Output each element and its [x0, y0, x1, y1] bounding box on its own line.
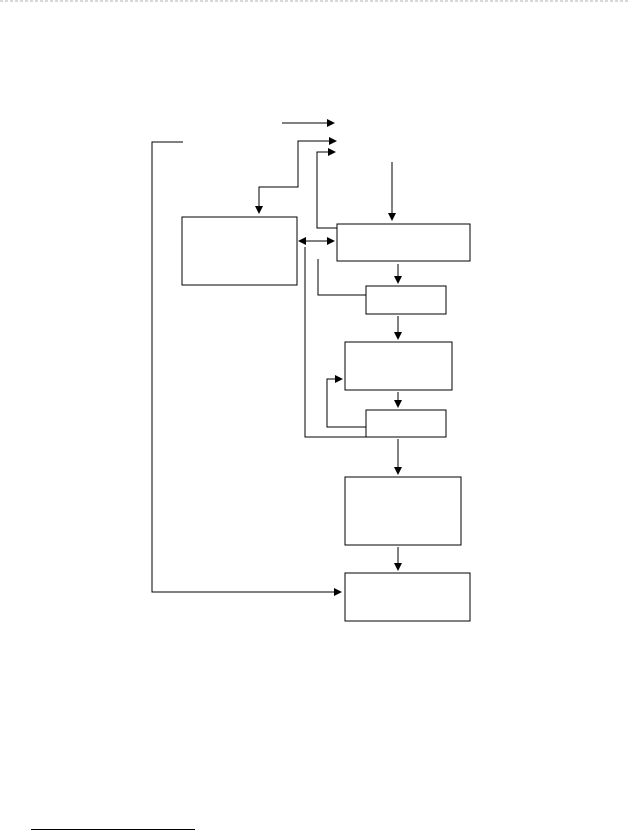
upper-branch-line [255, 137, 337, 214]
left-side-box [181, 216, 298, 286]
top-right-box [336, 223, 471, 262]
footnote-separator-line [31, 829, 195, 830]
bottom-box [344, 572, 471, 622]
small-box-1-left-loop [317, 259, 366, 296]
far-left-feedback-loop [151, 141, 342, 596]
small-box-2-left-loop [326, 375, 366, 428]
small-box-1 [365, 285, 447, 315]
upper-feedback-line [316, 148, 337, 229]
small-box-2 [365, 409, 447, 438]
long-left-return-line [304, 247, 366, 438]
large-lower-box [344, 476, 462, 546]
middle-box [344, 341, 453, 391]
